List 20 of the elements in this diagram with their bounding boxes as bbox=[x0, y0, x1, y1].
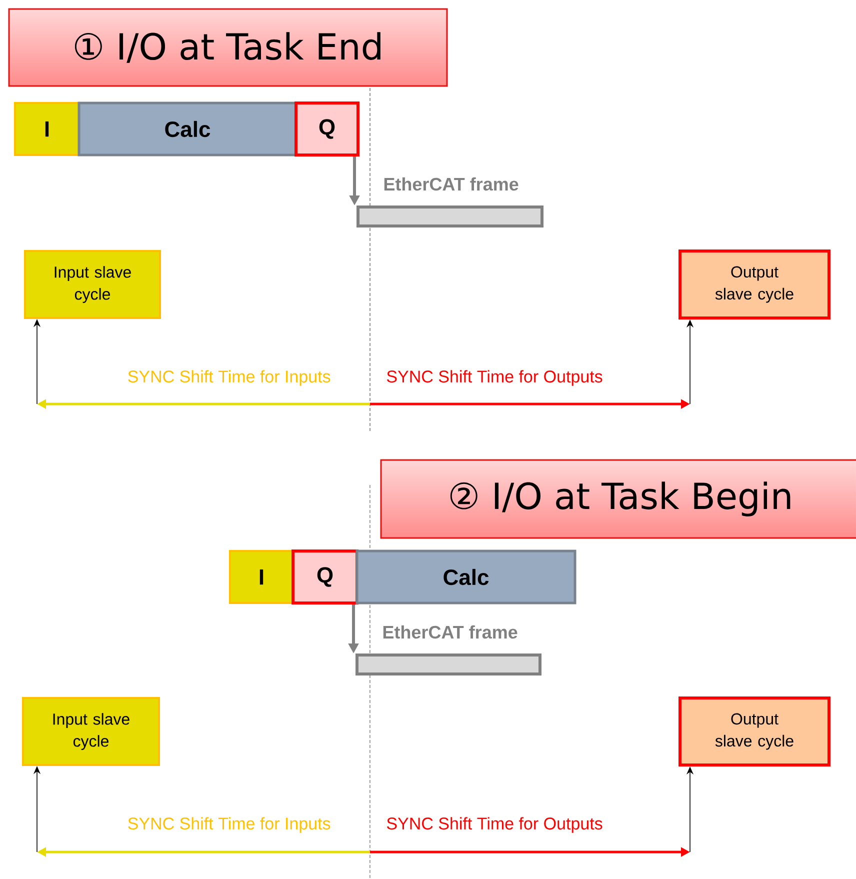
slave-cycle-box: Output slave cycle bbox=[678, 250, 830, 320]
frame-label: EtherCAT frame bbox=[384, 177, 518, 191]
title-banner: ② I/O at Task Begin bbox=[380, 459, 856, 539]
input-block: I bbox=[14, 102, 80, 156]
output-block: Q bbox=[294, 102, 360, 156]
time-label: SYNC Shift Time for Outputs bbox=[386, 817, 602, 833]
title-banner: ① I/O at Task End bbox=[8, 8, 448, 87]
slave-cycle-box: Output slave cycle bbox=[678, 696, 830, 766]
slave-cycle-box: Input slave cycle bbox=[22, 697, 160, 766]
slave-cycle-box: Input slave cycle bbox=[24, 250, 161, 319]
time-label: SYNC Shift Time for Outputs bbox=[386, 370, 602, 386]
frame-label: EtherCAT frame bbox=[383, 625, 518, 639]
frame-bar bbox=[356, 206, 544, 228]
output-block: Q bbox=[292, 550, 358, 604]
calc-block: Calc bbox=[356, 550, 576, 604]
time-label: SYNC Shift Time for Inputs bbox=[128, 370, 330, 386]
time-label: SYNC Shift Time for Inputs bbox=[128, 817, 330, 833]
input-block: I bbox=[229, 550, 294, 604]
calc-block: Calc bbox=[78, 102, 298, 156]
frame-bar bbox=[356, 654, 542, 676]
